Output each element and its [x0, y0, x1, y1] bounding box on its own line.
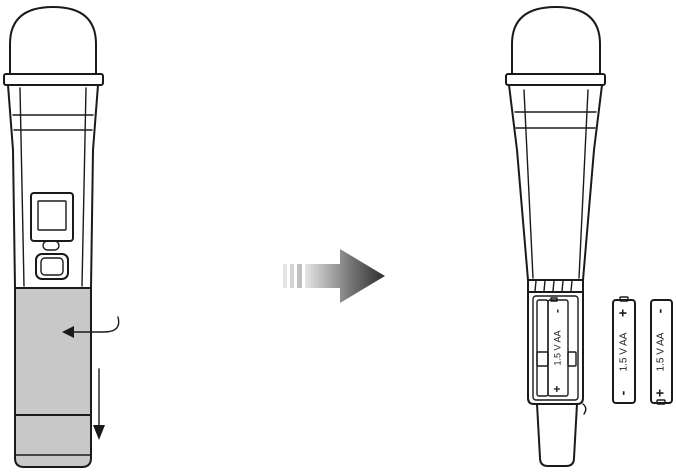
- battery-minus: -: [615, 390, 631, 395]
- curved-arrow-left-head: [62, 326, 74, 338]
- battery-minus: -: [652, 308, 668, 313]
- mic-lower-grip: [536, 403, 578, 467]
- inserted-battery-plus: +: [550, 385, 564, 392]
- mic-grille: [9, 6, 97, 75]
- mic-display-screen: [37, 200, 67, 231]
- inserted-battery-minus: -: [550, 309, 564, 313]
- battery-cover: [14, 287, 92, 416]
- battery-label: 1.5 V AA: [619, 332, 630, 371]
- arrow-right-gradient-icon: [283, 249, 385, 303]
- inserted-battery-label: 1.5 V AA: [552, 330, 562, 365]
- battery-label: 1.5 V AA: [656, 332, 667, 371]
- battery-plus: +: [652, 389, 668, 397]
- mic-power-button: [35, 253, 69, 280]
- mic-led: [42, 240, 60, 251]
- loose-battery-1: + 1.5 V AA -: [612, 296, 636, 404]
- microphone-closed: [3, 6, 120, 468]
- mic-thread-ring: [527, 279, 584, 293]
- microphone-open: + 1.5 V AA -: [505, 6, 606, 467]
- mic-grille-band: [3, 73, 104, 86]
- inserted-battery-2: + 1.5 V AA -: [547, 297, 569, 397]
- mic-grille: [511, 6, 601, 75]
- curved-arrow-left-icon: [69, 316, 120, 333]
- inserted-battery-1: [536, 299, 549, 397]
- arrow-down-head: [93, 425, 105, 440]
- mic-bottom-cap: [14, 414, 92, 468]
- mic-body: [508, 84, 603, 281]
- mic-grille-band: [505, 73, 606, 86]
- loose-battery-2: - 1.5 V AA +: [650, 299, 673, 405]
- battery-compartment: [527, 291, 584, 405]
- battery-plus: +: [615, 309, 631, 317]
